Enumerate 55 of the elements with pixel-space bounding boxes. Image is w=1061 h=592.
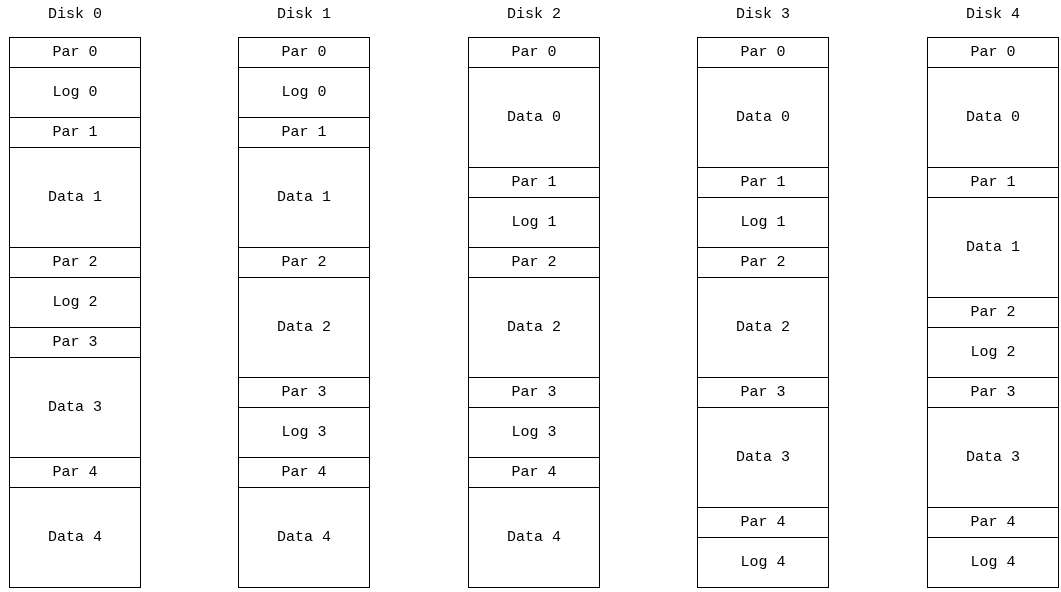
disk-block: Par 1	[698, 168, 828, 198]
disk-block: Par 0	[239, 38, 369, 68]
disk-label: Disk 1	[276, 5, 332, 25]
disk-block: Data 4	[10, 488, 140, 588]
disk-block: Data 4	[469, 488, 599, 588]
disk-block: Par 3	[10, 328, 140, 358]
disk-block: Data 3	[10, 358, 140, 458]
disk-block: Data 2	[469, 278, 599, 378]
disk-block: Data 4	[239, 488, 369, 588]
disk-block: Par 0	[698, 38, 828, 68]
disk-block: Log 2	[928, 328, 1058, 378]
disk-block: Log 2	[10, 278, 140, 328]
disk-block: Data 3	[698, 408, 828, 508]
disk-block: Data 1	[10, 148, 140, 248]
disk-block: Par 4	[698, 508, 828, 538]
disk-label: Disk 0	[47, 5, 103, 25]
disk-block: Par 4	[928, 508, 1058, 538]
disk-block: Par 1	[469, 168, 599, 198]
disk-block: Data 0	[698, 68, 828, 168]
disk-label: Disk 2	[506, 5, 562, 25]
disk-block: Par 2	[928, 298, 1058, 328]
disk-block: Par 4	[239, 458, 369, 488]
disk-block: Par 1	[239, 118, 369, 148]
disk-block: Data 3	[928, 408, 1058, 508]
disk-label: Disk 3	[735, 5, 791, 25]
disk-block: Par 3	[928, 378, 1058, 408]
disk-label: Disk 4	[965, 5, 1021, 25]
disk-block: Par 0	[928, 38, 1058, 68]
disk-block: Log 1	[469, 198, 599, 248]
disk-block: Par 3	[469, 378, 599, 408]
disk-block: Par 1	[928, 168, 1058, 198]
disk-block: Log 4	[928, 538, 1058, 588]
disk-block: Data 1	[928, 198, 1058, 298]
disk-block: Data 1	[239, 148, 369, 248]
disk-block: Log 4	[698, 538, 828, 588]
disk-block: Log 0	[239, 68, 369, 118]
disk-block: Log 0	[10, 68, 140, 118]
disk-block: Log 3	[239, 408, 369, 458]
disk-block: Log 1	[698, 198, 828, 248]
disk-block: Data 0	[469, 68, 599, 168]
disk-block: Par 2	[698, 248, 828, 278]
disk-block: Par 2	[239, 248, 369, 278]
disk-block: Data 0	[928, 68, 1058, 168]
disk-block: Data 2	[698, 278, 828, 378]
disk-block: Par 4	[469, 458, 599, 488]
disk-block: Par 2	[10, 248, 140, 278]
disk-block: Par 0	[10, 38, 140, 68]
disk-block: Par 3	[698, 378, 828, 408]
disk-block: Par 2	[469, 248, 599, 278]
disk-block: Par 1	[10, 118, 140, 148]
disk-block: Par 0	[469, 38, 599, 68]
disk-block: Data 2	[239, 278, 369, 378]
disk-block: Par 3	[239, 378, 369, 408]
disk-block: Par 4	[10, 458, 140, 488]
disk-block: Log 3	[469, 408, 599, 458]
